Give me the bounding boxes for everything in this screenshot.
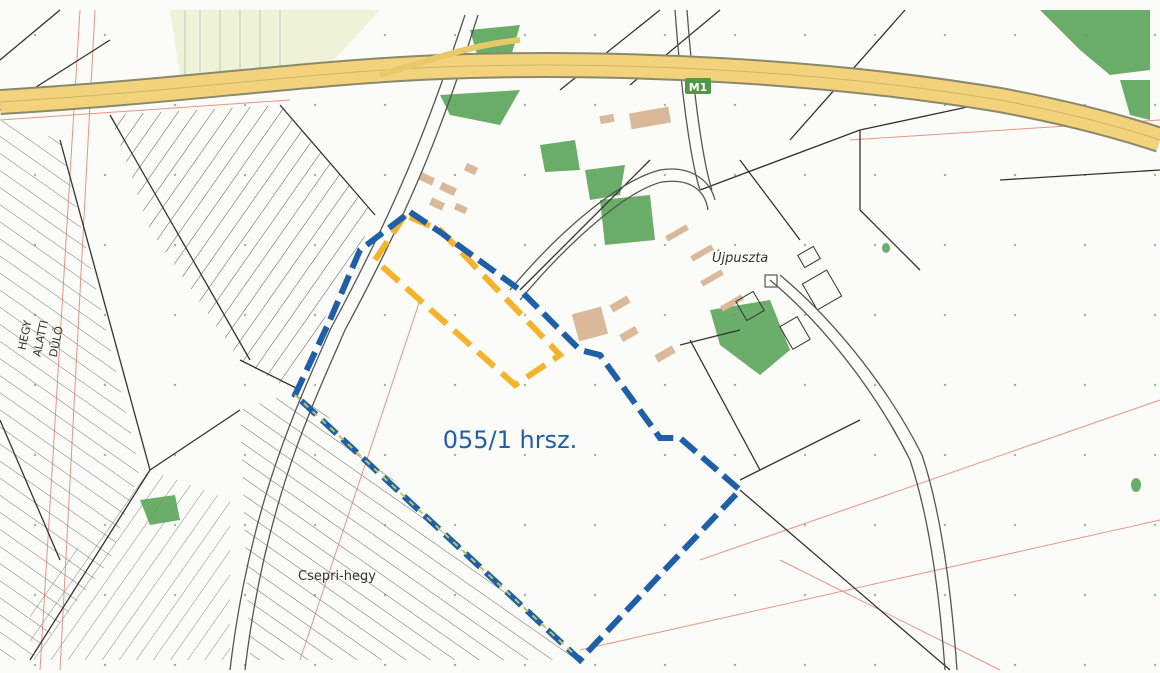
field-label-line-1: HEGY: [16, 319, 35, 351]
hill-label: Csepri-hegy: [298, 569, 376, 584]
green-field-top: [170, 10, 380, 75]
local-roads: [229, 9, 958, 671]
road-label-m1: M1: [689, 81, 708, 94]
hatched-field-center: [110, 105, 375, 390]
m1-shield: [685, 78, 711, 94]
orange-boundary: [371, 211, 565, 389]
village-buildings: [735, 245, 843, 350]
parcel-label: 055/1 hrsz.: [443, 426, 578, 454]
hatched-field-bottom-left: [30, 470, 230, 660]
motorway-m1: [0, 37, 1160, 153]
field-label-line-3: DŰLŐ: [46, 325, 66, 359]
parcel-boundary-south-inner: [294, 394, 576, 656]
buildings: [418, 106, 744, 363]
hatched-field-bottom: [240, 390, 580, 660]
village-label: Újpuszta: [712, 250, 768, 266]
green-field-hatching: [184, 10, 281, 75]
